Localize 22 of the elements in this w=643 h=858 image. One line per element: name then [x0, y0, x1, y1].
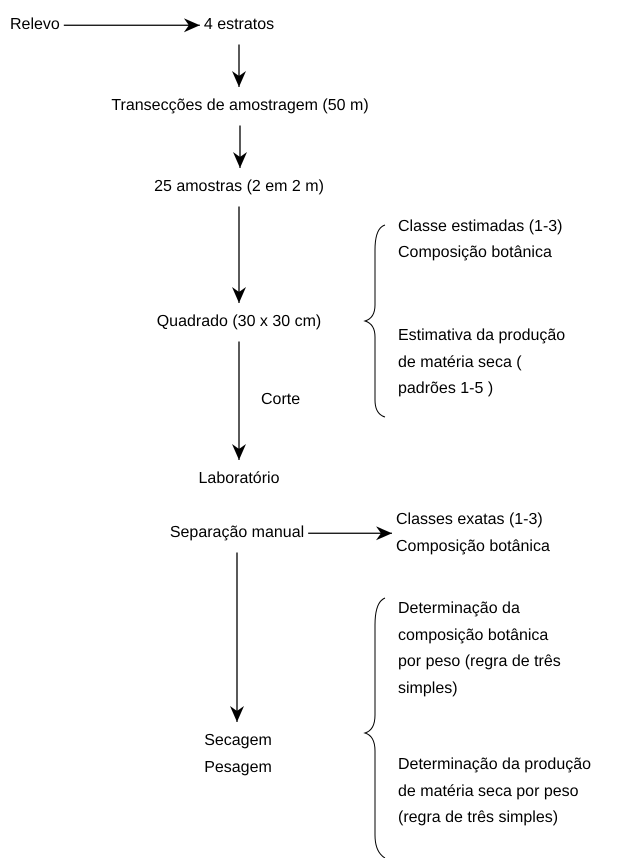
arrow — [308, 526, 392, 540]
note-text: Estimativa da produção de matéria seca ( padrões 1-5 ) — [398, 326, 566, 399]
step-text: Quadrado (30 x 30 cm) — [152, 303, 326, 342]
edge-label: Corte — [261, 390, 300, 410]
arrow — [230, 552, 244, 722]
arrow — [64, 18, 200, 32]
step-text: 25 amostras (2 em 2 m) — [150, 168, 328, 206]
step-text: Separação manual — [166, 514, 308, 552]
step-text: Transecções de amostragem (50 m) — [107, 87, 373, 126]
step-text: 4 estratos — [200, 6, 278, 44]
step-text: Relevo — [6, 6, 64, 44]
step-text: Laboratório — [194, 460, 284, 498]
note-text: Determinação da produção de matéria seca por peso (regra de três simples) — [398, 755, 592, 828]
note-text: Composição botânica — [398, 243, 553, 263]
arrow — [232, 44, 246, 87]
step-text: Classes exatas (1-3) Composição botânica — [392, 507, 554, 560]
arrow — [233, 126, 247, 168]
step-text: Secagem Pesagem — [200, 722, 276, 787]
note-text: Classe estimadas (1-3) — [398, 217, 564, 237]
arrow — [232, 206, 246, 303]
arrow — [232, 342, 246, 460]
note-text: Determinação da composição botânica por peso (regra de três simples) — [398, 599, 562, 698]
